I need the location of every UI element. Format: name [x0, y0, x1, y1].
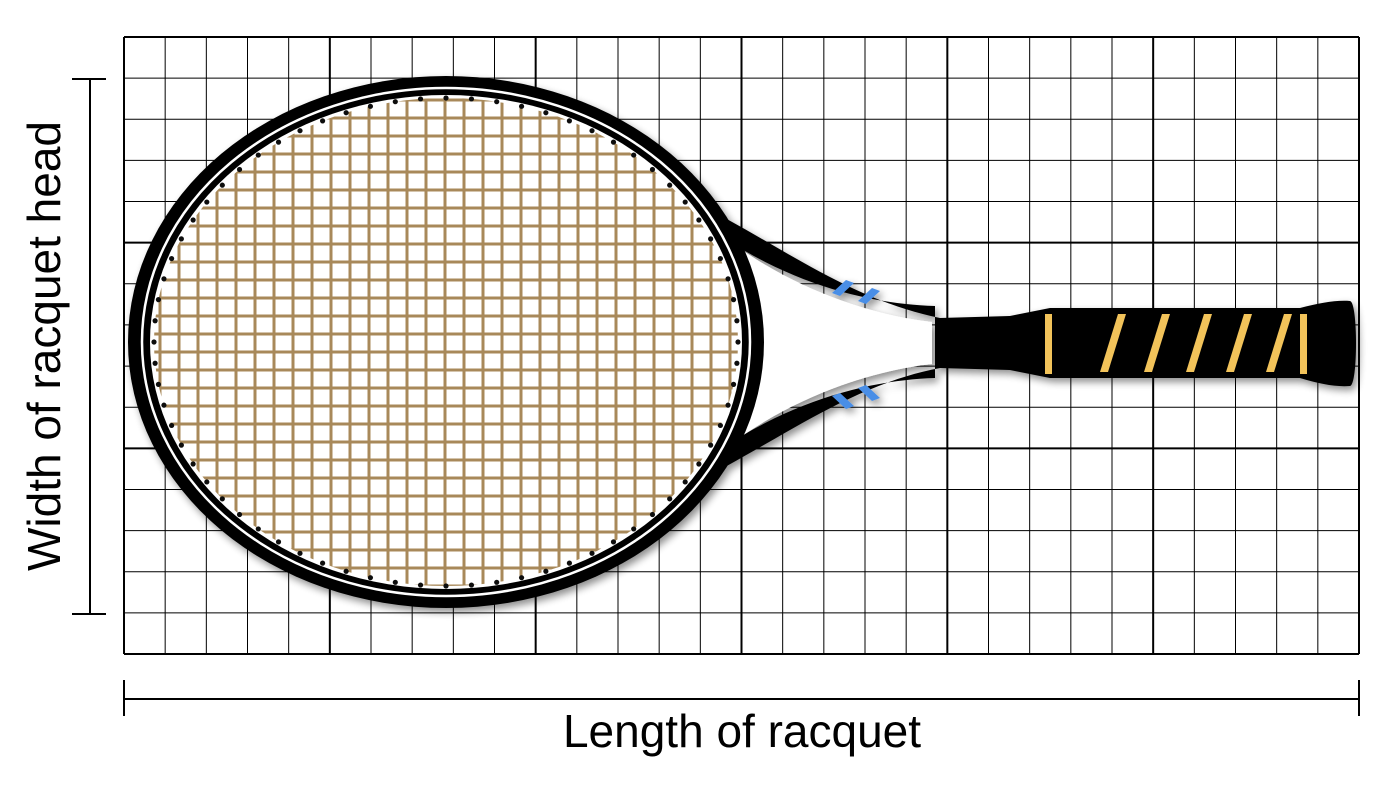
width-dimension-bracket — [72, 78, 106, 615]
grommet-dot — [649, 511, 656, 518]
width-label: Width of racquet head — [18, 120, 70, 572]
grommet-dot — [734, 318, 740, 324]
grommet-dot — [178, 442, 184, 448]
grommet-dot — [152, 360, 158, 366]
grommet-dot — [319, 560, 326, 566]
grommet-dot — [717, 255, 723, 262]
grommet-dot — [543, 110, 549, 116]
grommet-dot — [275, 539, 282, 545]
grommet-dot — [717, 422, 723, 429]
grommet-dot — [708, 442, 714, 448]
grommet-dot — [417, 96, 424, 102]
racquet-handle — [1000, 300, 1356, 387]
grommet-dot — [161, 276, 167, 282]
grommet-dot — [468, 96, 475, 102]
grommet-dot — [236, 166, 243, 173]
grommet-dot — [343, 110, 349, 116]
grommet-dot — [708, 236, 714, 242]
grommet-dot — [255, 152, 261, 158]
grommet-dot — [667, 182, 673, 188]
grommet-dot — [343, 568, 349, 574]
length-dimension-bracket — [123, 680, 1360, 716]
throat-opening — [742, 250, 932, 436]
grommet-dot — [319, 118, 326, 124]
grommet-dot — [631, 526, 637, 532]
grommet-dot — [190, 217, 196, 223]
grommet-dot — [696, 461, 702, 467]
grommet-dot — [730, 381, 737, 387]
grommet-dot — [518, 103, 525, 109]
grommet-dot — [730, 297, 737, 303]
grommet-dot — [682, 199, 688, 205]
grommet-dot — [204, 479, 210, 485]
grommet-dot — [178, 236, 184, 242]
grommet-dot — [649, 166, 656, 173]
grommet-dot — [518, 575, 525, 581]
grommet-dot — [367, 575, 374, 581]
grommet-dot — [589, 128, 595, 134]
grommet-dot — [494, 99, 500, 105]
grommet-dot — [417, 582, 424, 588]
grommet-dot — [155, 297, 162, 303]
grommet-dot — [367, 103, 374, 109]
grommet-dot — [566, 560, 573, 566]
grommet-dot — [275, 139, 282, 145]
grommet-dot — [543, 568, 549, 574]
grommet-dot — [255, 526, 261, 532]
grommet-dot — [494, 579, 500, 585]
grommet-dot — [667, 496, 673, 502]
grommet-dot — [468, 582, 475, 588]
grommet-dot — [631, 152, 637, 158]
length-label: Length of racquet — [562, 705, 922, 757]
grommet-dot — [155, 381, 162, 387]
grip-stripes — [1045, 314, 1307, 374]
throat-stripes — [832, 280, 880, 409]
grommet-dot — [151, 339, 157, 345]
grommet-dot — [152, 318, 158, 324]
tennis-racquet — [128, 76, 1356, 608]
grommet-dot — [219, 182, 225, 188]
grommet-dot — [566, 118, 573, 124]
grommet-dot — [190, 461, 196, 467]
grommet-dot — [392, 99, 398, 105]
grommet-dot — [297, 550, 303, 556]
grommet-dot — [219, 496, 225, 502]
grommet-dot — [236, 511, 243, 518]
grommet-dot — [204, 199, 210, 205]
grommet-dot — [169, 422, 175, 429]
grommet-dot — [443, 95, 449, 101]
grommet-dot — [735, 339, 741, 345]
grommet-dot — [392, 579, 398, 585]
grommet-dot — [161, 402, 167, 408]
grommet-dot — [169, 255, 175, 262]
grommet-dot — [725, 276, 731, 282]
grommet-dot — [589, 550, 595, 556]
grommet-dot — [696, 217, 702, 223]
grommet-dot — [682, 479, 688, 485]
grommet-dot — [610, 539, 617, 545]
frame-grommets — [151, 95, 741, 589]
grommet-dot — [610, 139, 617, 145]
grommet-dot — [734, 360, 740, 366]
grommet-dot — [297, 128, 303, 134]
grommet-dot — [443, 583, 449, 589]
grommet-dot — [725, 402, 731, 408]
